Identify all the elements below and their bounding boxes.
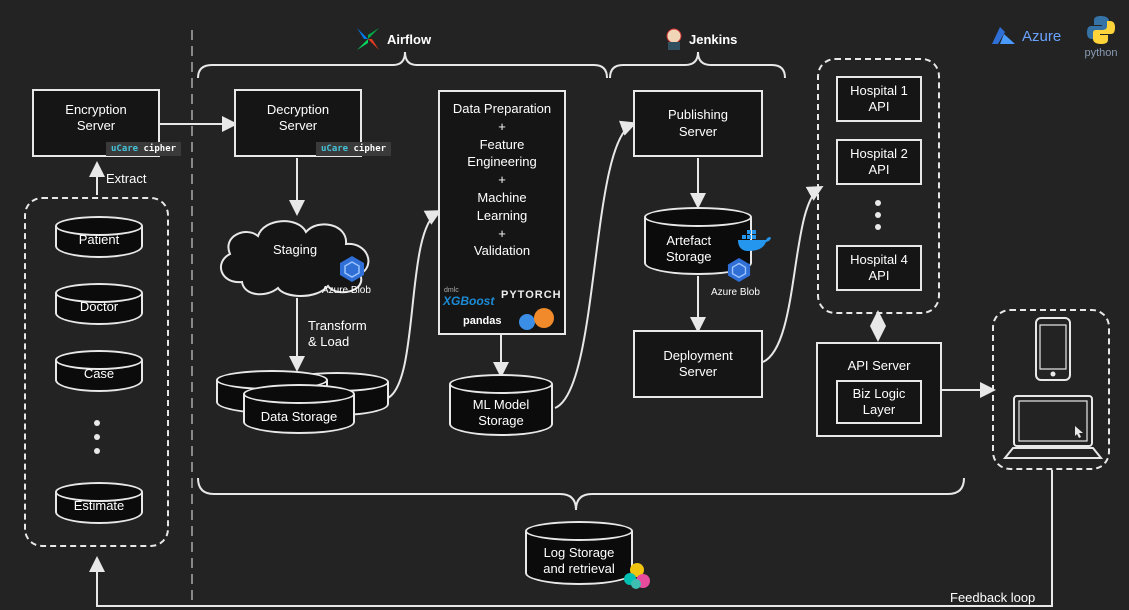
airflow-brace — [197, 51, 608, 79]
laptop-icon — [1003, 395, 1103, 459]
jenkins-label: Jenkins — [689, 31, 738, 47]
jenkins-logo: Jenkins — [665, 28, 737, 50]
source-table-case: Case — [55, 350, 143, 392]
hospital-apis-group — [817, 58, 940, 314]
extract-label: Extract — [106, 171, 147, 186]
encryption-server: Encryption Server — [32, 89, 160, 157]
ucare-brand: uCare — [111, 144, 139, 154]
data-preparation-box: Data Preparation + Feature Engineering +… — [438, 90, 566, 335]
ucare-cipher-badge-decryption: uCare cipher — [316, 142, 392, 156]
log-storage: Log Storage and retrieval — [525, 521, 633, 585]
ml-model-storage-label: ML Model Storage — [472, 396, 530, 428]
python-label: python — [1084, 47, 1118, 59]
source-table-label: Doctor — [79, 298, 119, 314]
feedback-loop-label: Feedback loop — [950, 590, 1036, 605]
ucare-brand: uCare — [321, 144, 349, 154]
pandas-logo: pandas — [463, 315, 502, 327]
lightgbm-icon — [519, 308, 554, 330]
log-storage-label: Log Storage and retrieval — [543, 544, 615, 576]
hospital-2-api: Hospital 2 API — [836, 139, 922, 185]
transform-load-label: Transform & Load — [308, 318, 367, 350]
xgboost-logo: XGBoost — [443, 294, 495, 308]
source-table-label: Case — [83, 365, 115, 381]
hospital-1-api: Hospital 1 API — [836, 76, 922, 122]
source-table-estimate: Estimate — [55, 482, 143, 524]
airflow-icon — [357, 28, 379, 50]
jenkins-brace — [609, 51, 786, 79]
cipher-word: cipher — [353, 144, 387, 154]
source-table-doctor: Doctor — [55, 283, 143, 325]
api-server-label: API Server — [847, 358, 911, 373]
source-table-patient: Patient — [55, 216, 143, 258]
azure-blob-label-artefact: Azure Blob — [711, 287, 760, 298]
cipher-word: cipher — [143, 144, 177, 154]
source-tables-group — [24, 197, 169, 547]
staging-cloud — [219, 220, 370, 297]
airflow-logo: Airflow — [355, 26, 431, 52]
airflow-label: Airflow — [387, 31, 432, 47]
elastic-icon — [624, 563, 650, 589]
ml-model-storage: ML Model Storage — [449, 374, 553, 436]
azure-blob-label-staging: Azure Blob — [322, 285, 371, 296]
pytorch-logo: PYTORCH — [501, 289, 562, 301]
publishing-server: Publishing Server — [633, 90, 763, 157]
staging-label: Staging — [272, 242, 318, 257]
azure-blob-icon — [340, 256, 364, 282]
hospital-4-api: Hospital 4 API — [836, 245, 922, 291]
ucare-cipher-badge-encryption: uCare cipher — [106, 142, 182, 156]
jenkins-icon — [666, 28, 682, 50]
data-storage-label: Data Storage — [260, 408, 338, 424]
dmlc-label: dmlc — [444, 287, 459, 294]
phone-icon — [1035, 317, 1071, 381]
client-devices-group — [992, 309, 1110, 470]
devices-illustration — [1003, 317, 1103, 459]
source-table-label: Estimate — [73, 497, 125, 513]
artefact-storage-label: Artefact Storage — [666, 232, 712, 264]
azure-logo: Azure — [990, 26, 1061, 46]
python-icon — [1087, 16, 1115, 44]
log-brace — [197, 477, 965, 511]
azure-blob-icon — [727, 258, 751, 282]
docker-icon — [738, 230, 771, 251]
deployment-server: Deployment Server — [633, 330, 763, 398]
data-storage: Data Storage — [243, 384, 355, 434]
azure-label: Azure — [1022, 27, 1062, 45]
azure-icon — [992, 27, 1015, 44]
biz-logic-layer: Biz Logic Layer — [836, 380, 922, 424]
python-logo: python — [1078, 14, 1124, 59]
source-table-label: Patient — [78, 231, 120, 247]
